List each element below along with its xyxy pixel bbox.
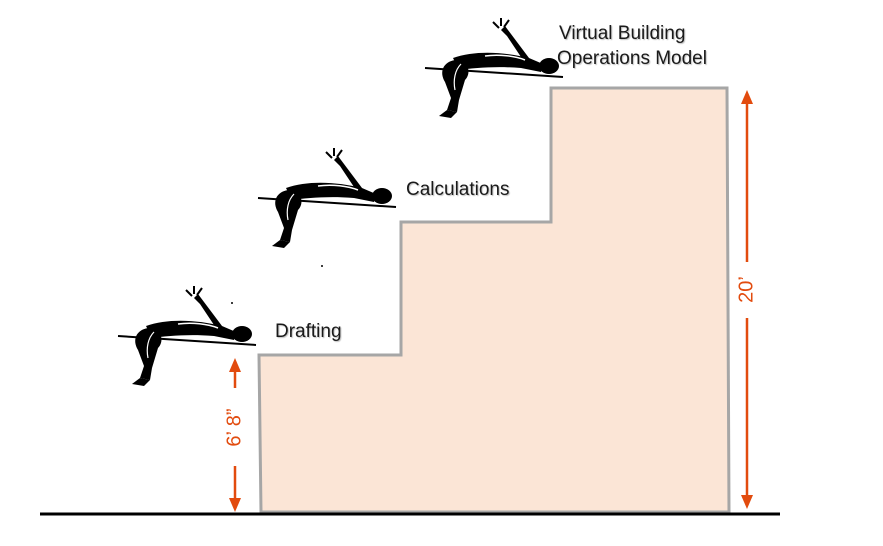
step-label-drafting: Drafting xyxy=(275,321,342,342)
high-jumper-icon xyxy=(257,147,397,249)
step-label-calculations: Calculations xyxy=(406,179,510,200)
stair-block xyxy=(257,86,731,514)
step-label-virtual-building-line1: Virtual Building xyxy=(559,23,686,44)
high-jumper-icon xyxy=(424,17,564,119)
left-height-arrow xyxy=(229,358,241,512)
right-height-label: 20’ xyxy=(735,276,758,303)
left-height-label: 6’ 8” xyxy=(223,408,246,447)
step-label-virtual-building-line2: Operations Model xyxy=(557,48,707,69)
right-height-arrow xyxy=(741,90,753,509)
